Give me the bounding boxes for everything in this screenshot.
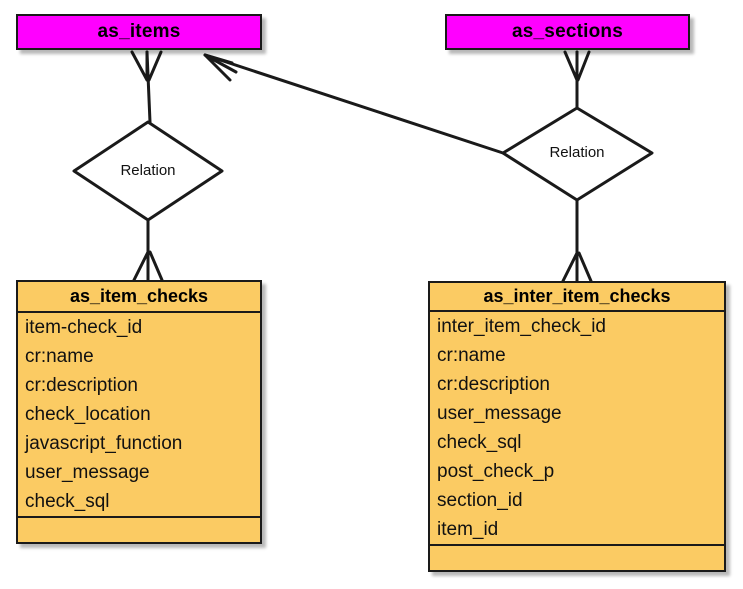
table-row[interactable]: cr:name <box>437 344 506 366</box>
relation-left-label: Relation <box>120 162 176 179</box>
table-as-item-checks[interactable]: as_item_checks item-check_id cr:name cr:… <box>16 280 262 544</box>
crowfoot-as-items-left <box>130 50 163 82</box>
table-row[interactable]: inter_item_check_id <box>437 315 606 337</box>
table-as-inter-item-checks-fields: inter_item_check_id cr:name cr:descripti… <box>430 312 724 546</box>
table-row[interactable]: check_location <box>25 403 151 425</box>
relation-right-label: Relation <box>549 144 605 161</box>
table-row[interactable]: user_message <box>437 402 562 424</box>
entity-as-items[interactable]: as_items <box>16 14 262 50</box>
table-row[interactable]: user_message <box>25 461 150 483</box>
connector-diagonal-relation-right-to-as-items <box>203 53 505 155</box>
table-row[interactable]: item-check_id <box>25 316 143 338</box>
entity-as-sections[interactable]: as_sections <box>445 14 690 50</box>
table-as-item-checks-fields: item-check_id cr:name cr:description che… <box>18 313 260 518</box>
table-as-inter-item-checks-header: as_inter_item_checks <box>430 283 724 312</box>
table-as-item-checks-header: as_item_checks <box>18 282 260 313</box>
table-row[interactable]: section_id <box>437 489 523 511</box>
table-row[interactable]: item_id <box>437 518 499 540</box>
table-as-inter-item-checks-title: as_inter_item_checks <box>483 286 671 306</box>
table-row[interactable]: cr:name <box>25 345 94 367</box>
crowfoot-diagonal-as-items <box>203 53 238 82</box>
table-row[interactable]: javascript_function <box>25 432 183 454</box>
table-as-inter-item-checks[interactable]: as_inter_item_checks inter_item_check_id… <box>428 281 726 572</box>
crowfoot-as-inter-item-checks <box>561 251 593 283</box>
table-row[interactable]: cr:description <box>437 373 550 395</box>
entity-as-sections-label: as_sections <box>512 21 623 42</box>
crowfoot-as-item-checks <box>132 250 164 282</box>
entity-as-items-label: as_items <box>97 21 181 42</box>
table-row[interactable]: post_check_p <box>437 460 555 482</box>
table-row[interactable]: check_sql <box>437 431 522 453</box>
table-as-item-checks-footer <box>18 518 260 542</box>
table-row[interactable]: cr:description <box>25 374 138 396</box>
table-as-item-checks-title: as_item_checks <box>69 286 209 306</box>
table-row[interactable]: check_sql <box>25 490 110 512</box>
connector-as-items-to-relation-left <box>145 50 152 124</box>
crowfoot-as-sections <box>563 50 591 82</box>
table-as-inter-item-checks-footer <box>430 546 724 570</box>
